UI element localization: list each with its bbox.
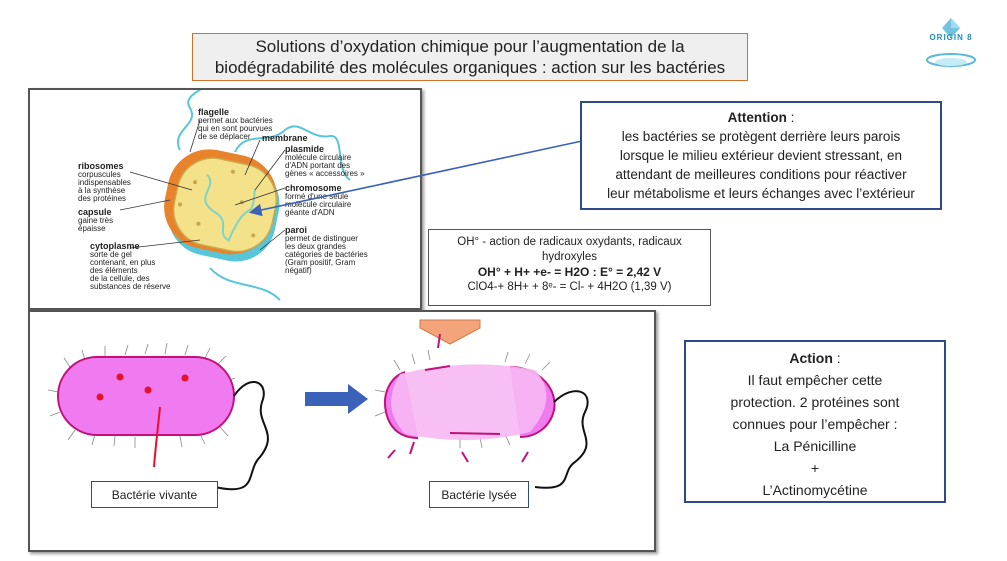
label-cytoplasme: cytoplasme sorte de gel contenant, en pl… <box>90 241 171 291</box>
red-dot <box>181 374 189 382</box>
oh-line-1: OH° - action de radicaux oxydants, radic… <box>457 236 682 248</box>
label-capsule: capsule gaine très épaisse <box>78 207 114 233</box>
clo4-equation: ClO4-+ 8H+ + 8ᵉ- = Cl- + 4H2O (1,39 V) <box>467 281 672 293</box>
action-line-2: protection. 2 protéines sont <box>730 394 900 410</box>
red-dot <box>116 373 124 381</box>
action-line-3: connues pour l’empêcher : <box>732 416 898 432</box>
action-line-1: Il faut empêcher cette <box>747 372 883 388</box>
label-paroi: paroi permet de distinguer les deux gran… <box>285 225 368 275</box>
title-line-1: Solutions d’oxydation chimique pour l’au… <box>255 37 685 56</box>
label-plasmide: plasmide molécule circulaire d'ADN porta… <box>285 144 365 178</box>
down-arrow-icon <box>419 319 481 345</box>
action-box: Action : Il faut empêcher cette protecti… <box>684 340 946 503</box>
label-flagelle: flagelle permet aux bactéries qui en son… <box>198 107 273 141</box>
lysis-illustration <box>47 319 589 491</box>
attention-line-3: attendant de meilleures conditions pour … <box>615 167 907 182</box>
action-line-5: + <box>810 460 820 476</box>
red-dot <box>144 386 152 394</box>
attention-line-1: les bactéries se protègent derrière leur… <box>621 129 901 144</box>
logo-text: ORIGIN 8 <box>929 33 973 42</box>
attention-title: Attention <box>727 110 787 125</box>
living-bacterium-icon <box>47 342 269 491</box>
label-ribosomes: ribosomes corpuscules indispensables à l… <box>78 161 131 203</box>
bacterium-structure-panel: flagelle permet aux bactéries qui en son… <box>28 88 422 310</box>
oxidant-reaction-box: OH° - action de radicaux oxydants, radic… <box>428 229 711 306</box>
bacterial-lysis-panel <box>28 310 656 552</box>
label-lysed-bacterium: Bactérie lysée <box>429 481 529 508</box>
label-chromosome: chromosome formé d'une seule molécule ci… <box>285 183 352 217</box>
action-line-4: La Pénicilline <box>773 438 857 454</box>
oh-line-2: hydroxyles <box>542 251 597 263</box>
attention-box: Attention : les bactéries se protègent d… <box>580 101 942 210</box>
process-arrow-icon <box>305 384 368 414</box>
origin8-logo <box>926 18 976 67</box>
label-living-bacterium: Bactérie vivante <box>91 481 218 508</box>
action-title: Action <box>789 350 833 366</box>
action-line-6: L’Actinomycétine <box>762 482 868 498</box>
title-box: Solutions d’oxydation chimique pour l’au… <box>192 33 748 81</box>
attention-line-4: leur métabolisme et leurs échanges avec … <box>607 186 915 201</box>
oh-equation: OH° + H+ +e- = H2O : E° = 2,42 V <box>477 265 662 279</box>
bacterium-structure-illustration <box>119 90 351 301</box>
label-membrane: membrane <box>262 133 308 143</box>
red-dot <box>96 393 104 401</box>
lysed-bacterium-icon <box>374 333 589 489</box>
attention-line-2: lorsque le milieu extérieur devient stre… <box>619 148 903 163</box>
title-line-2: biodégradabilité des molécules organique… <box>214 58 726 77</box>
